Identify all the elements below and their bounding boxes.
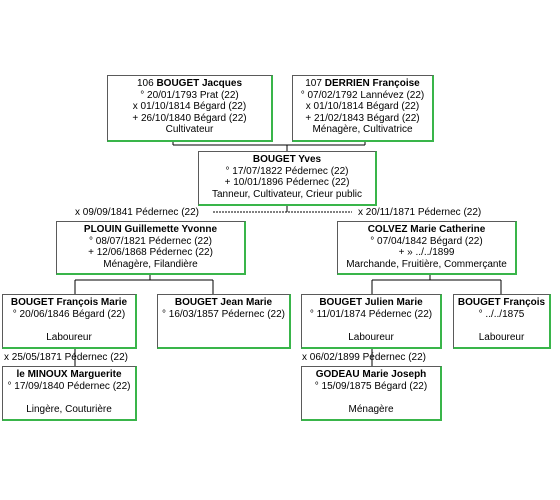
- death-line: + 26/10/1840 Bégard (22): [132, 112, 247, 124]
- person-name: le MINOUX Marguerite: [16, 369, 122, 380]
- occupation-line: Ménagère: [348, 403, 394, 415]
- occupation-line: Lingère, Couturière: [26, 403, 112, 415]
- person-name: PLOUIN Guillemette Yvonne: [83, 224, 218, 235]
- marriage-label: x 09/09/1841 Pédernec (22): [75, 207, 199, 218]
- person-name: BOUGET François: [457, 297, 546, 308]
- person-name: BOUGET Julien Marie: [319, 297, 423, 308]
- birth-line: ° 08/07/1821 Pédernec (22): [89, 235, 212, 247]
- person-box-bouget-francois-marie[interactable]: BOUGET François Marie ° 20/06/1846 Bégar…: [2, 294, 137, 349]
- person-name: BOUGET Jacques: [156, 78, 243, 89]
- person-box-colvez-marie-catherine[interactable]: COLVEZ Marie Catherine ° 07/04/1842 Béga…: [337, 221, 517, 275]
- person-name: BOUGET François Marie: [10, 297, 128, 308]
- person-box-bouget-julien-marie[interactable]: BOUGET Julien Marie ° 11/01/1874 Péderne…: [301, 294, 442, 349]
- death-line: + 21/02/1843 Bégard (22): [305, 112, 420, 124]
- birth-line: ° 07/04/1842 Bégard (22): [370, 235, 483, 247]
- birth-line: ° 07/02/1792 Lannévez (22): [300, 89, 425, 101]
- death-line: + 10/01/1896 Pédernec (22): [224, 177, 350, 188]
- occupation-line: Ménagère, Cultivatrice: [312, 124, 413, 135]
- death-line: + 12/06/1868 Pédernec (22): [88, 247, 213, 258]
- occupation-line: Marchande, Fruitière, Commerçante: [346, 258, 507, 270]
- person-box-bouget-jean-marie[interactable]: BOUGET Jean Marie ° 16/03/1857 Pédernec …: [157, 294, 291, 349]
- person-box-bouget-jacques[interactable]: 106 BOUGET Jacques ° 20/01/1793 Prat (22…: [107, 75, 273, 142]
- occupation-line: Laboureur: [46, 331, 92, 343]
- person-number: 106: [136, 78, 154, 89]
- occupation-line: Ménagère, Filandière: [103, 258, 198, 270]
- person-box-bouget-yves[interactable]: BOUGET Yves ° 17/07/1822 Pédernec (22) +…: [198, 151, 377, 206]
- person-box-plouin-guillemette[interactable]: PLOUIN Guillemette Yvonne ° 08/07/1821 P…: [56, 221, 246, 275]
- occupation-line: Laboureur: [478, 331, 525, 343]
- birth-line: ° 20/06/1846 Bégard (22): [12, 308, 126, 320]
- person-heading: 107 DERRIEN Françoise: [293, 78, 432, 90]
- death-line: + » ../../1899: [398, 247, 455, 258]
- birth-line: ° 17/07/1822 Pédernec (22): [225, 165, 349, 177]
- person-name: COLVEZ Marie Catherine: [367, 224, 486, 235]
- birth-line: ° 20/01/1793 Prat (22): [140, 89, 239, 101]
- person-number: 107: [305, 78, 322, 89]
- person-name: BOUGET Yves: [252, 154, 322, 165]
- birth-line: ° ../../1875: [478, 308, 525, 320]
- birth-line: ° 11/01/1874 Pédernec (22): [309, 308, 433, 320]
- marriage-label: x 06/02/1899 Pédernec (22): [302, 352, 426, 363]
- person-box-derrien-francoise[interactable]: 107 DERRIEN Françoise ° 07/02/1792 Lanné…: [292, 75, 434, 142]
- marriage-line: x 01/10/1814 Bégard (22): [132, 101, 247, 112]
- person-name: BOUGET Jean Marie: [174, 297, 273, 308]
- birth-line: ° 16/03/1857 Pédernec (22): [162, 308, 285, 320]
- person-name: GODEAU Marie Joseph: [315, 369, 427, 380]
- person-box-bouget-francois[interactable]: BOUGET François ° ../../1875 Laboureur: [453, 294, 551, 349]
- occupation-line: Laboureur: [348, 331, 394, 343]
- marriage-label: x 20/11/1871 Pédernec (22): [358, 207, 482, 218]
- marriage-label: x 25/05/1871 Pédernec (22): [4, 352, 128, 363]
- person-name: DERRIEN Françoise: [324, 78, 420, 89]
- marriage-line: x 01/10/1814 Bégard (22): [305, 101, 420, 112]
- birth-line: ° 17/09/1840 Pédernec (22): [7, 380, 131, 392]
- person-box-godeau-marie-joseph[interactable]: GODEAU Marie Joseph ° 15/09/1875 Bégard …: [301, 366, 442, 421]
- person-box-le-minoux-marguerite[interactable]: le MINOUX Marguerite ° 17/09/1840 Pédern…: [2, 366, 137, 421]
- person-heading: 106 BOUGET Jacques: [108, 78, 271, 90]
- birth-line: ° 15/09/1875 Bégard (22): [314, 380, 428, 392]
- occupation-line: Cultivateur: [165, 124, 214, 135]
- occupation-line: Tanneur, Cultivateur, Crieur public: [211, 188, 363, 200]
